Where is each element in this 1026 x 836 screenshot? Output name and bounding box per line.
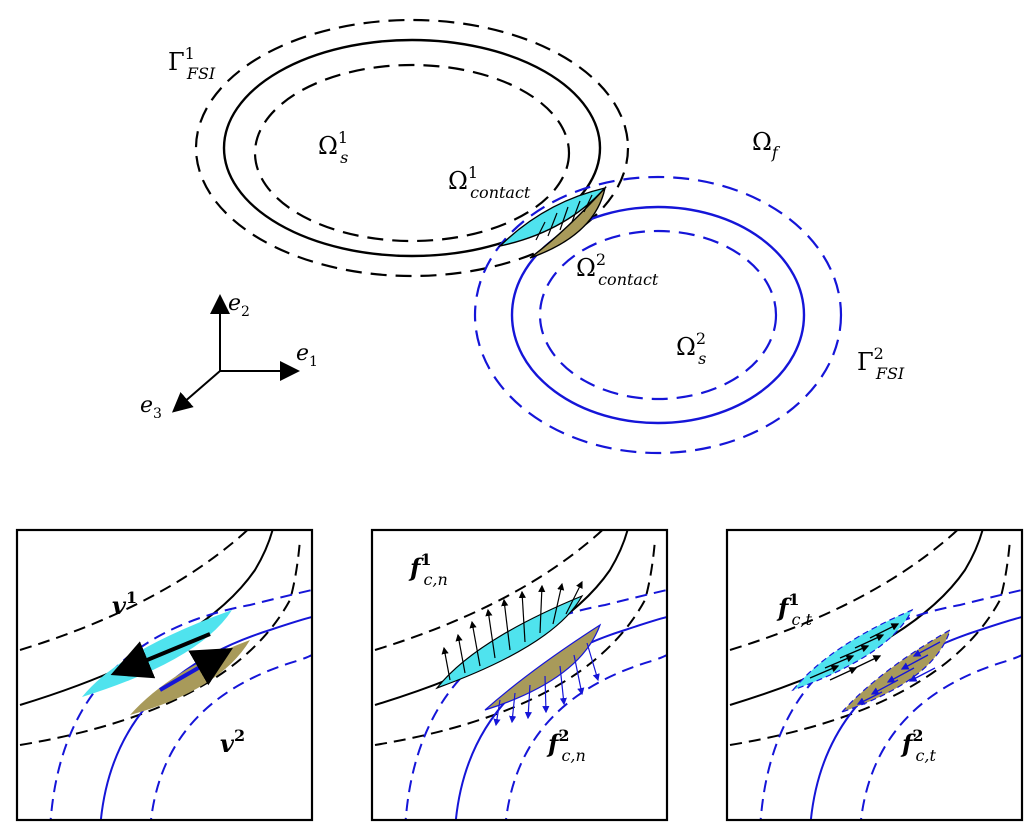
body-1-inner-boundary [253,63,571,243]
coordinate-axes [171,294,300,413]
panel-1-frame [15,528,314,822]
e3-label: e3 [140,393,162,422]
body-2-outer-fsi-boundary [473,175,843,455]
contact-region-top [497,185,608,259]
v2-label: v2 [220,726,245,758]
tangential-force-arrows-1 [809,623,900,681]
panel-3-frame [725,528,1024,822]
body-2-inner-boundary [538,229,778,401]
panel-2-frame [370,528,669,822]
v1-arrow [110,632,211,679]
body-1-surface [222,38,602,258]
e1-label: e1 [296,341,318,370]
v2-arrow [159,648,233,692]
body-2-surface [510,205,806,425]
panel-velocity: v1 v2 [15,528,314,822]
normal-force-arrows-2 [493,642,600,727]
normal-force-arrows-1 [441,580,583,681]
omega-f-label: Ωf [752,128,781,162]
v1-label: v1 [112,588,137,620]
body-1-contours [194,18,630,278]
tangential-force-arrows-2 [856,641,941,705]
e3-axis-arrow [171,370,221,413]
contact-region-2 [529,185,607,259]
body-2-contours [473,175,843,455]
body-1-outer-fsi-boundary [194,18,630,278]
e2-label: e2 [228,291,250,320]
